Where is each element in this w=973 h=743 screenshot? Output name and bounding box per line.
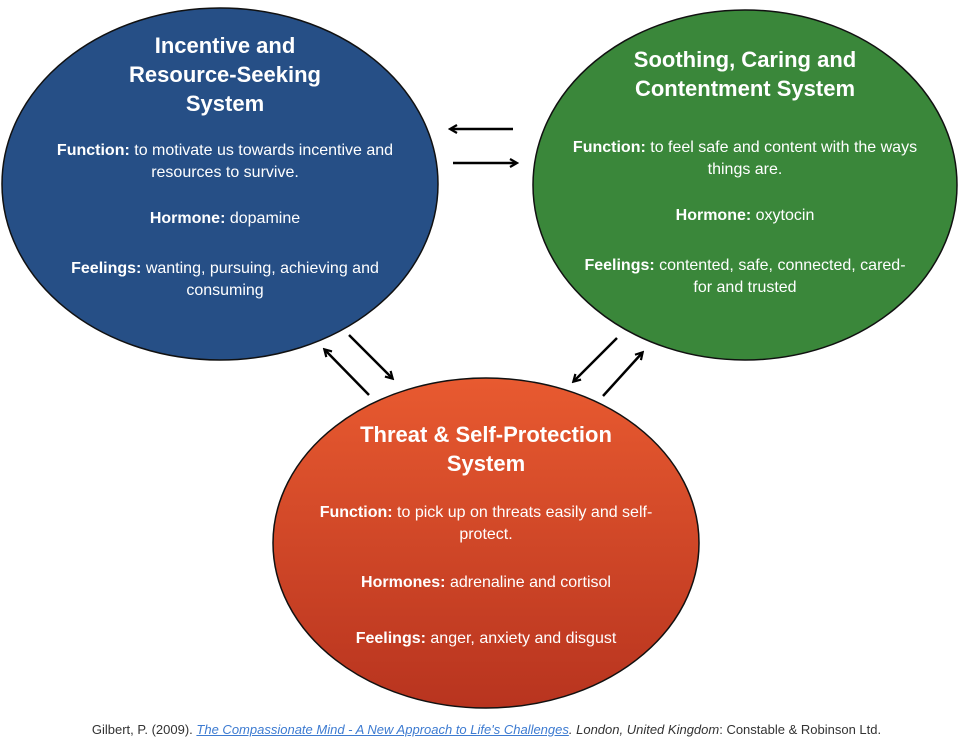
soothing-system: Soothing, Caring and Contentment System … (560, 45, 930, 299)
function-text: Function: to motivate us towards incenti… (56, 142, 394, 181)
hormone-text: Hormone: dopamine (149, 210, 301, 227)
title-line: System (185, 91, 265, 116)
feelings-text: Feelings: contented, safe, connected, ca… (584, 257, 906, 296)
threat-system: Threat & Self-Protection System Function… (300, 420, 672, 650)
title-line: Threat & Self-Protection (360, 422, 612, 447)
citation-author: Gilbert, P. (2009). (91, 722, 193, 737)
arrow-up-left-icon (325, 350, 370, 396)
arrow-down-right-icon (348, 334, 392, 378)
title-line: Contentment System (634, 76, 856, 101)
hormone-text: Hormones: adrenaline and cortisol (361, 574, 611, 591)
title-line: System (446, 451, 526, 476)
function-text: Function: to feel safe and content with … (572, 139, 918, 178)
soothing-title: Soothing, Caring and Contentment System (560, 45, 930, 103)
arrow-up-right-icon (602, 353, 642, 397)
citation-place: London, United Kingdom (576, 722, 720, 737)
title-line: Resource-Seeking (129, 62, 321, 87)
title-line: Incentive and (154, 33, 296, 58)
citation-publisher: : Constable & Robinson Ltd. (719, 722, 882, 737)
arrow-down-left-icon (574, 337, 618, 381)
threat-ellipse (272, 377, 700, 709)
incentive-ellipse (1, 7, 439, 361)
citation-title-link[interactable]: The Compassionate Mind - A New Approach … (196, 722, 569, 737)
title-line: Soothing, Caring and (633, 47, 857, 72)
citation: Gilbert, P. (2009). The Compassionate Mi… (91, 722, 882, 737)
incentive-title: Incentive and Resource-Seeking System (30, 31, 420, 118)
soothing-ellipse (532, 9, 958, 361)
feelings-text: Feelings: wanting, pursuing, achieving a… (71, 260, 379, 299)
hormone-text: Hormone: oxytocin (675, 207, 815, 224)
function-text: Function: to pick up on threats easily a… (319, 504, 653, 543)
feelings-text: Feelings: anger, anxiety and disgust (355, 630, 617, 647)
incentive-system: Incentive and Resource-Seeking System Fu… (30, 31, 420, 302)
threat-title: Threat & Self-Protection System (300, 420, 672, 478)
